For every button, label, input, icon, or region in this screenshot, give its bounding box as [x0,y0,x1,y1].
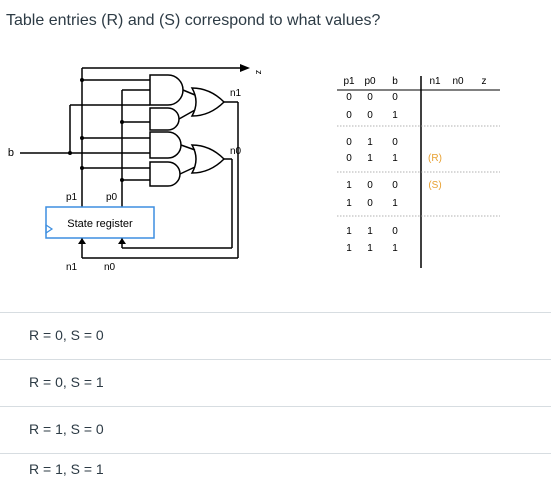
table-cell-r6-c2: 0 [392,226,398,237]
and-gate-1 [149,74,184,106]
table-header-4: n0 [452,76,464,87]
table-header-0: p1 [343,76,355,87]
n1-output-label: n1 [230,88,242,99]
table-cell-r2-c2: 0 [392,137,398,148]
option-label: R = 0, S = 0 [29,327,104,343]
input-b-label: b [8,147,14,159]
table-cell-r3-c1: 1 [367,153,373,164]
table-header-3: n1 [429,76,441,87]
table-cell-r2-c0: 0 [346,137,352,148]
table-cell-r7-c1: 1 [367,243,373,254]
option-label: R = 1, S = 1 [29,461,104,477]
reg-n1-label: n1 [66,262,78,273]
question-text: Table entries (R) and (S) correspond to … [6,12,381,29]
table-cell-r5-c0: 1 [346,198,352,209]
option-label: R = 1, S = 0 [29,421,104,437]
output-z-label: z [254,70,264,75]
table-cell-r6-c1: 1 [367,226,373,237]
and-gate-2 [149,107,180,131]
state-register [45,206,155,239]
table-cell-r3-c0: 0 [346,153,352,164]
table-header-2: b [392,76,398,87]
or-gate-n1 [190,87,226,117]
truth-table: p1 p0 b n1 n0 z 0 0 0 0 0 1 0 1 0 0 1 1 (R) 1 0 0 (S) 1 0 1 1 1 0 1 1 1 [337,76,500,268]
table-cell-r4-c3: (S) [428,180,441,191]
and-gate-4 [149,161,181,187]
z-arrow [240,64,250,72]
table-cell-r1-c2: 1 [392,110,398,121]
table-cell-r4-c0: 1 [346,180,352,191]
state-register-label: State register [67,218,133,230]
table-cell-r0-c1: 0 [367,92,373,103]
table-cell-r5-c1: 0 [367,198,373,209]
table-cell-r3-c2: 1 [392,153,398,164]
circuit-diagram [20,67,240,259]
table-cell-r3-c3: (R) [428,153,442,164]
and-gate-3 [149,131,182,159]
option-r1-s1[interactable]: R = 1, S = 1 [0,447,551,477]
table-cell-r0-c2: 0 [392,92,398,103]
option-r0-s0[interactable]: R = 0, S = 0 [0,313,551,359]
or-gate-n0 [190,144,226,174]
table-cell-r1-c0: 0 [346,110,352,121]
option-r0-s1[interactable]: R = 0, S = 1 [0,360,551,406]
reg-p1-label: p1 [66,192,78,203]
n0-output-label: n0 [230,146,242,157]
reg-p0-label: p0 [106,192,118,203]
table-header-1: p0 [364,76,376,87]
reg-n0-label: n0 [104,262,116,273]
table-cell-r7-c0: 1 [346,243,352,254]
option-r1-s0[interactable]: R = 1, S = 0 [0,407,551,453]
table-cell-r5-c2: 1 [392,198,398,209]
table-cell-r7-c2: 1 [392,243,398,254]
table-cell-r1-c1: 0 [367,110,373,121]
table-cell-r2-c1: 1 [367,137,373,148]
table-cell-r0-c0: 0 [346,92,352,103]
table-header-5: z [482,76,487,87]
option-label: R = 0, S = 1 [29,374,104,390]
table-cell-r4-c1: 0 [367,180,373,191]
table-cell-r6-c0: 1 [346,226,352,237]
table-cell-r4-c2: 0 [392,180,398,191]
